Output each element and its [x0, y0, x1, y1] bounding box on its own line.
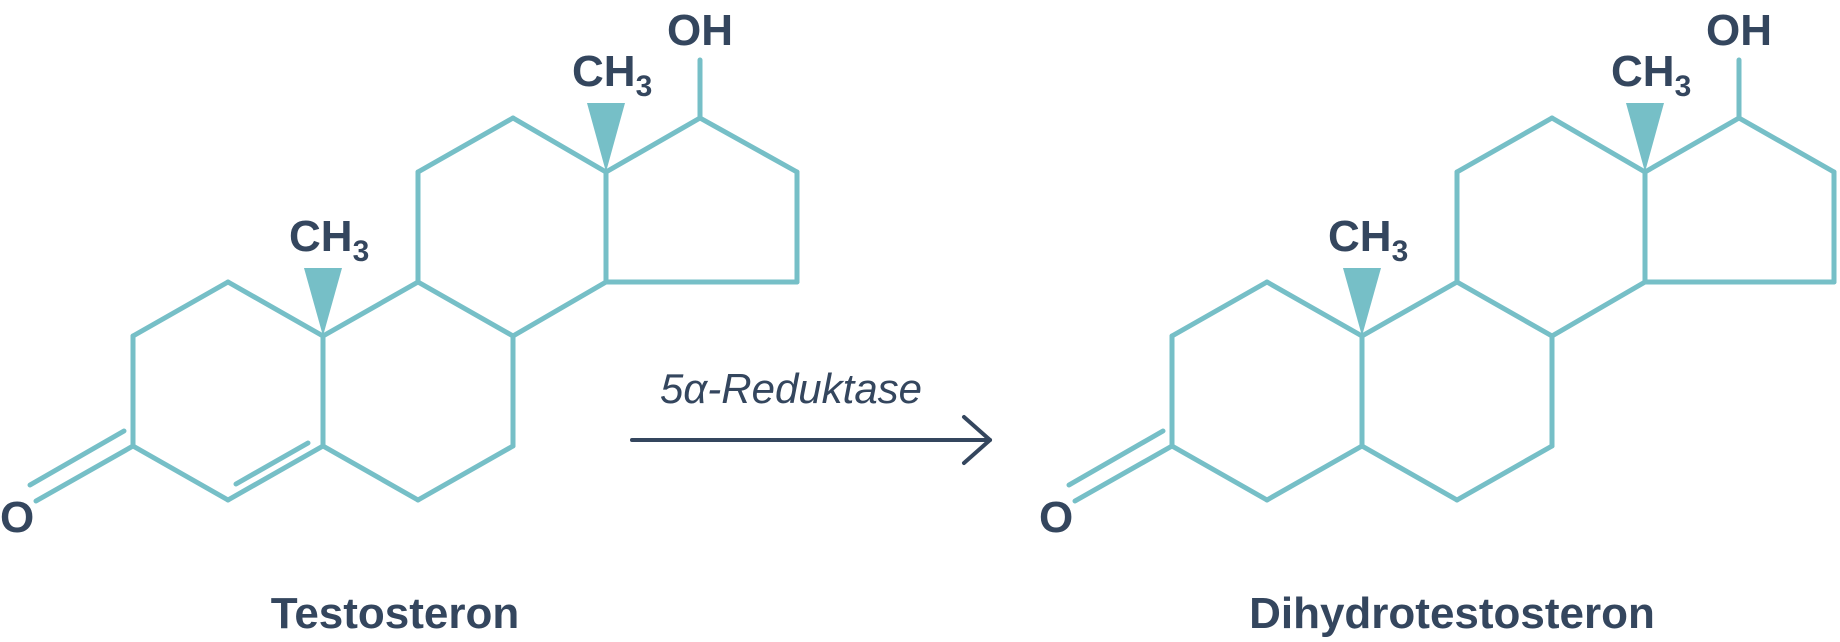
methyl-wedge-c10	[1343, 268, 1381, 336]
enzyme-label: 5α-Reduktase	[660, 365, 922, 412]
methyl-wedge-c13	[587, 103, 625, 172]
dihydrotestosterone-structure: OH CH3 CH3 O Dihydrotestosteron	[1039, 6, 1837, 638]
methyl-wedge-c13	[1626, 103, 1664, 172]
molecule-name-testosterone: Testosteron	[271, 589, 520, 638]
dihydrotestosterone-bonds	[1066, 57, 1837, 504]
reaction-arrow: 5α-Reduktase	[630, 365, 992, 465]
testosterone-bonds	[27, 57, 800, 504]
ketone-oxygen-label: O	[1039, 493, 1073, 542]
molecule-name-dihydrotestosterone: Dihydrotestosteron	[1249, 589, 1655, 638]
methyl-c10-label: CH3	[1328, 212, 1408, 268]
testosterone-structure: OH CH3 CH3 O Testosteron	[0, 6, 800, 638]
hydroxyl-label: OH	[1706, 6, 1772, 55]
methyl-c13-label: CH3	[1611, 47, 1691, 103]
methyl-c13-label: CH3	[572, 47, 652, 103]
methyl-wedge-c10	[304, 268, 342, 336]
methyl-c10-label: CH3	[289, 212, 369, 268]
ketone-oxygen-label: O	[0, 493, 34, 542]
arrow-head	[962, 415, 992, 465]
hydroxyl-label: OH	[667, 6, 733, 55]
